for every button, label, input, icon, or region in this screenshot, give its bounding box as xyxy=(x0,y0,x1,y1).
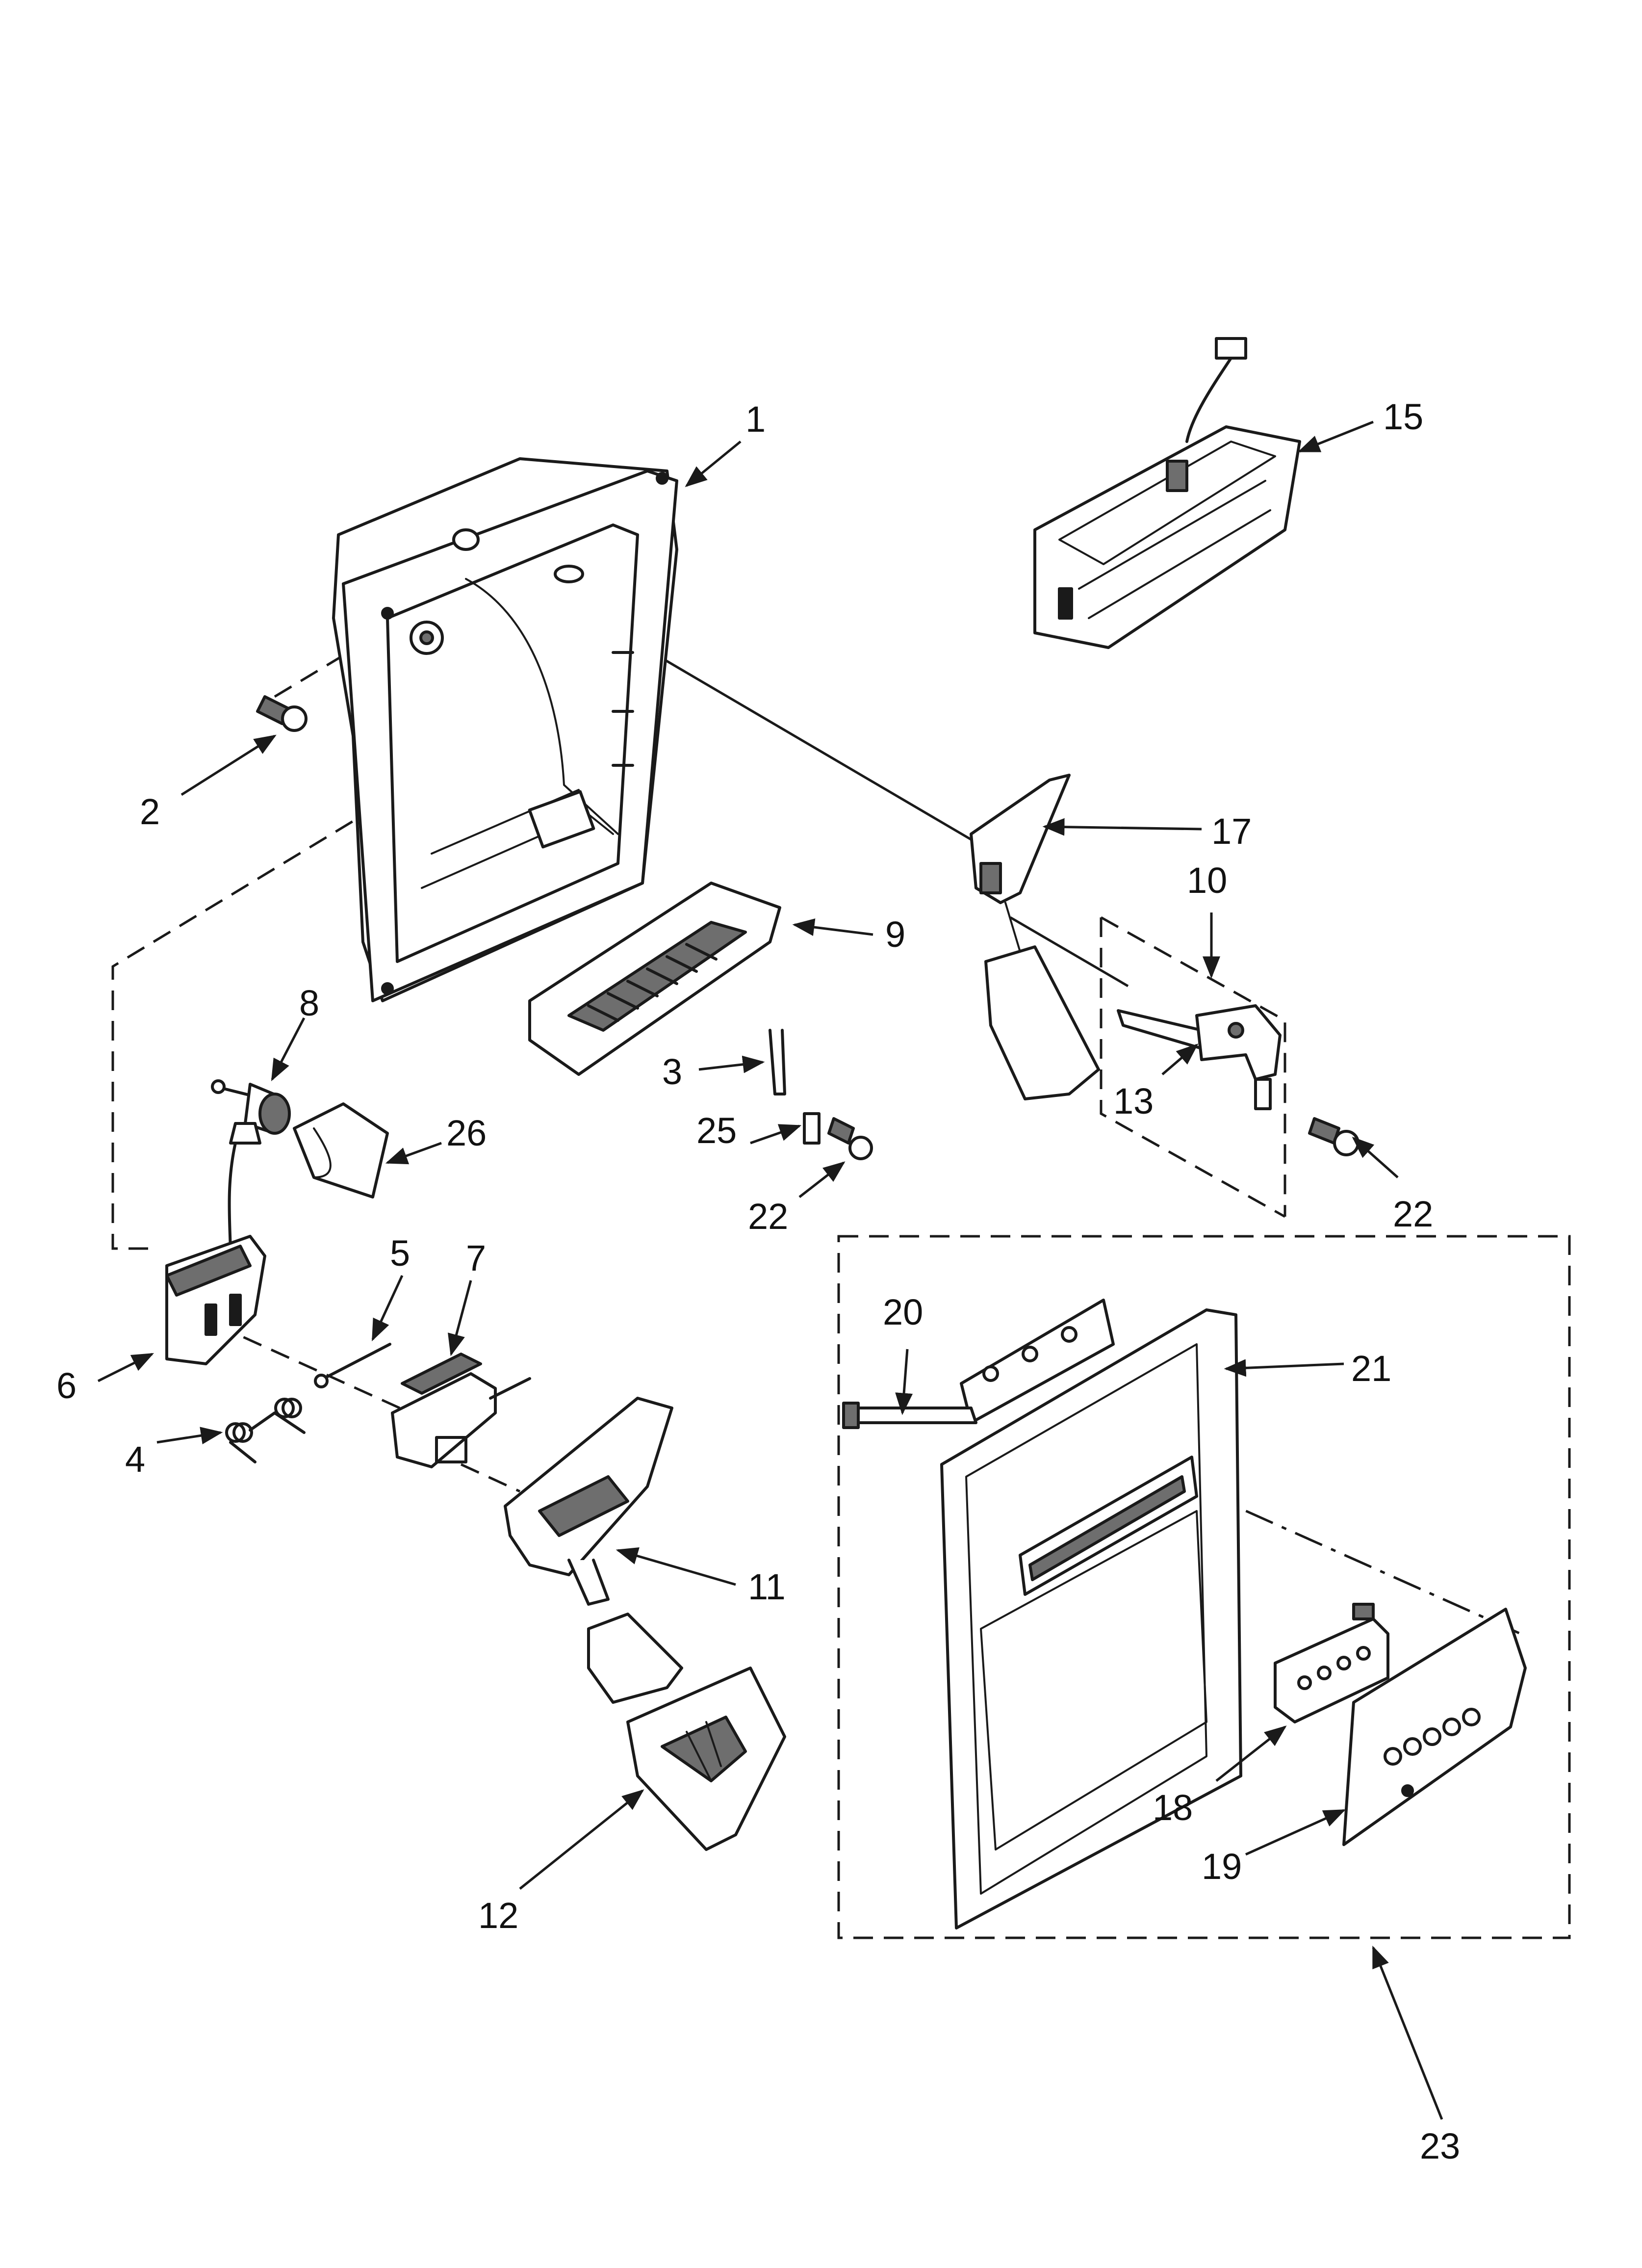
part-6-control-module xyxy=(165,1122,266,1365)
part-19-control-overlay xyxy=(1342,1608,1527,1846)
callout-19: 19 xyxy=(1202,1846,1242,1887)
part-15-control-housing xyxy=(1033,337,1301,649)
part-13-lever-arm xyxy=(1117,1004,1282,1110)
callout-13: 13 xyxy=(1113,1081,1154,1121)
callout-15: 15 xyxy=(1383,396,1423,437)
part-2-screw xyxy=(256,695,308,732)
callout-22-center: 22 xyxy=(748,1196,788,1237)
part-21-front-panel xyxy=(940,1308,1242,1929)
part-9-drip-tray xyxy=(528,882,781,1076)
callout-10: 10 xyxy=(1187,860,1227,901)
guide-lines xyxy=(111,568,1571,1939)
part-11-water-lever xyxy=(504,1397,683,1704)
callout-20: 20 xyxy=(883,1292,923,1332)
callout-labels: 1 2 3 4 5 6 7 8 9 10 11 12 13 15 17 18 1… xyxy=(56,396,1460,2166)
part-22-screw-center xyxy=(827,1117,873,1160)
callout-23: 23 xyxy=(1420,2126,1460,2166)
callout-21: 21 xyxy=(1351,1348,1391,1389)
callout-12: 12 xyxy=(478,1895,518,1936)
callout-5: 5 xyxy=(390,1233,410,1274)
callout-25: 25 xyxy=(696,1110,737,1151)
part-7-bracket xyxy=(391,1353,531,1468)
callout-18: 18 xyxy=(1153,1787,1193,1828)
part-20-switch-board xyxy=(842,1299,1115,1429)
callout-26: 26 xyxy=(446,1113,487,1153)
callout-1: 1 xyxy=(745,399,766,440)
callout-4: 4 xyxy=(125,1439,145,1480)
part-8-solenoid xyxy=(211,1079,291,1135)
callout-6: 6 xyxy=(56,1365,77,1406)
callout-17: 17 xyxy=(1211,811,1252,852)
part-1-dispenser-housing xyxy=(332,457,678,1002)
callout-3: 3 xyxy=(662,1051,682,1092)
part-12-drip-cup xyxy=(626,1667,786,1851)
part-26-cover xyxy=(293,1102,389,1199)
callout-11: 11 xyxy=(748,1566,786,1607)
callout-8: 8 xyxy=(299,983,319,1023)
callout-22-right: 22 xyxy=(1393,1194,1433,1234)
part-5-pin xyxy=(314,1343,391,1388)
part-3-switch-clip xyxy=(769,1029,786,1095)
part-22-screw-right xyxy=(1308,1117,1360,1156)
callout-9: 9 xyxy=(885,914,905,955)
part-25-actuator xyxy=(803,1112,821,1145)
part-4-spring xyxy=(225,1398,306,1463)
part-18-control-switch xyxy=(1274,1603,1389,1723)
callout-2: 2 xyxy=(140,791,160,832)
callout-7: 7 xyxy=(466,1238,486,1278)
part-17-ice-lever xyxy=(970,774,1100,1100)
leader-arrows xyxy=(97,420,1443,2120)
